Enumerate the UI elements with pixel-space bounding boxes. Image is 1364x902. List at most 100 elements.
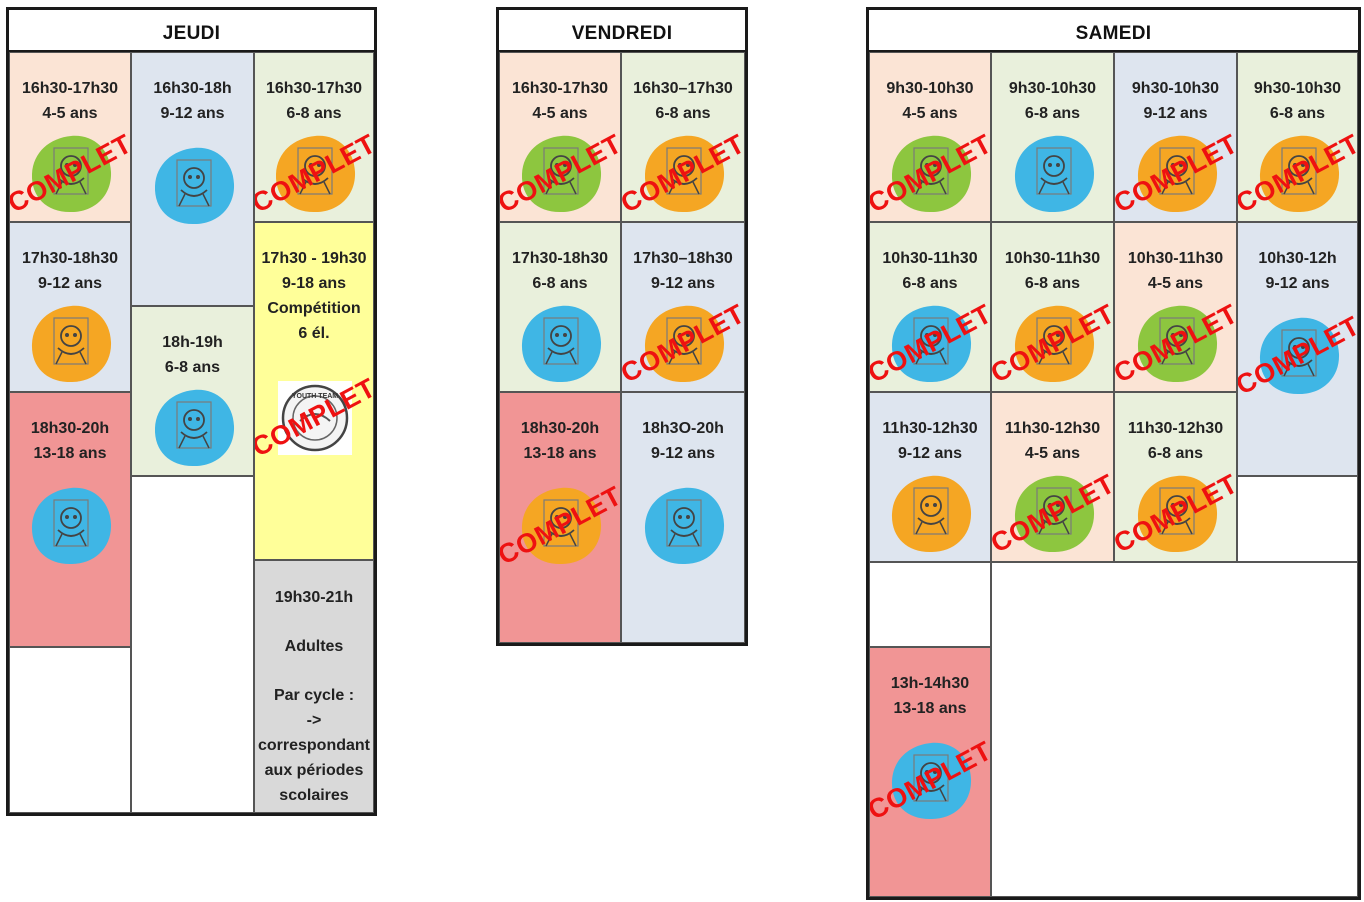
slot-detail: [255, 659, 373, 683]
slot-time: 10h30-12h: [1258, 250, 1337, 267]
slot-detail: [255, 610, 373, 634]
slot-detail: 6-8 ans: [532, 275, 588, 292]
slot-time: 16h30-17h30: [265, 80, 363, 97]
slot-detail: 9-12 ans: [650, 445, 716, 462]
slot-detail: 9-12 ans: [160, 105, 225, 122]
blue-blob-icon: [1259, 317, 1339, 395]
slot-detail: 9-12 ans: [1143, 105, 1208, 122]
slot-time: 11h30-12h30: [1127, 420, 1224, 437]
blue-blob-icon: [891, 305, 972, 383]
empty-slot: [869, 562, 991, 647]
slot-detail: 6-8 ans: [902, 275, 958, 292]
slot-time: 17h30-18h30: [511, 250, 609, 267]
slot-time: 16h30-17h30: [511, 80, 609, 97]
schedule-slot[interactable]: 18h3O-20h 9-12 ans: [621, 392, 745, 643]
slot-detail: 4-5 ans: [532, 105, 588, 122]
slot-time: 10h30-11h30: [1127, 250, 1224, 267]
blue-blob-icon: [154, 389, 234, 467]
orange-blob-icon: [1014, 305, 1094, 383]
slot-time: 17h30–18h30: [633, 250, 733, 267]
slot-time: 11h30-12h30: [882, 420, 978, 437]
schedule-slot[interactable]: 17h30-18h30 6-8 ans: [499, 222, 621, 392]
slot-text: 16h30-18h 9-12 ans: [132, 76, 253, 126]
slot-time: 10h30-11h30: [882, 250, 978, 267]
slot-text: 10h30-11h30 6-8 ans: [870, 246, 990, 296]
slot-time: 17h30-18h30: [21, 250, 119, 267]
blue-blob-icon: [891, 742, 972, 820]
slot-time: 16h30-18h: [153, 80, 232, 97]
slot-text: 19h30-21h Adultes Par cycle :->correspon…: [255, 585, 373, 808]
slot-text: 9h30-10h30 9-12 ans: [1115, 76, 1236, 126]
slot-time: 16h30-17h30: [21, 80, 119, 97]
orange-blob-icon: [644, 135, 725, 213]
slot-text: 16h30-17h30 4-5 ans: [500, 76, 620, 126]
slot-time: 9h30-10h30: [1131, 80, 1220, 97]
slot-detail: 13-18 ans: [523, 445, 597, 462]
slot-detail: 4-5 ans: [902, 105, 958, 122]
orange-blob-icon: [1137, 135, 1217, 213]
slot-time: 18h-19h: [162, 334, 223, 351]
orange-blob-icon: [891, 475, 972, 553]
slot-detail: scolaires: [279, 787, 349, 804]
empty-slot: [9, 647, 131, 813]
slot-time: 19h30-21h: [274, 589, 354, 606]
slot-detail: Compétition: [267, 300, 361, 317]
slot-detail: Par cycle :: [273, 687, 355, 704]
slot-detail: 4-5 ans: [42, 105, 98, 122]
green-blob-icon: [521, 135, 602, 213]
slot-detail: 9-18 ans: [281, 275, 347, 292]
slot-detail: ->: [306, 712, 322, 729]
slot-detail: 6-8 ans: [1024, 275, 1081, 292]
green-blob-icon: [1014, 475, 1094, 553]
day-header: SAMEDI: [869, 10, 1358, 52]
schedule-slot[interactable]: 16h30-18h 9-12 ans: [131, 52, 254, 306]
slot-text: 18h3O-20h 9-12 ans: [622, 416, 744, 466]
slot-time: 17h30 - 19h30: [261, 250, 367, 267]
slot-detail: 6 él.: [298, 325, 330, 342]
slot-time: 10h30-11h30: [1004, 250, 1101, 267]
slot-detail: 6-8 ans: [1269, 105, 1326, 122]
empty-slot: [131, 476, 254, 813]
slot-detail: 4-5 ans: [1147, 275, 1204, 292]
schedule-slot[interactable]: 19h30-21h Adultes Par cycle :->correspon…: [254, 560, 374, 813]
orange-blob-icon: [521, 487, 602, 565]
logo-text: YOUTH TEAM: [292, 393, 338, 400]
blue-blob-icon: [31, 487, 112, 565]
slot-time: 18h3O-20h: [642, 420, 724, 437]
slot-detail: 9-12 ans: [650, 275, 716, 292]
empty-slot: [1237, 476, 1358, 562]
